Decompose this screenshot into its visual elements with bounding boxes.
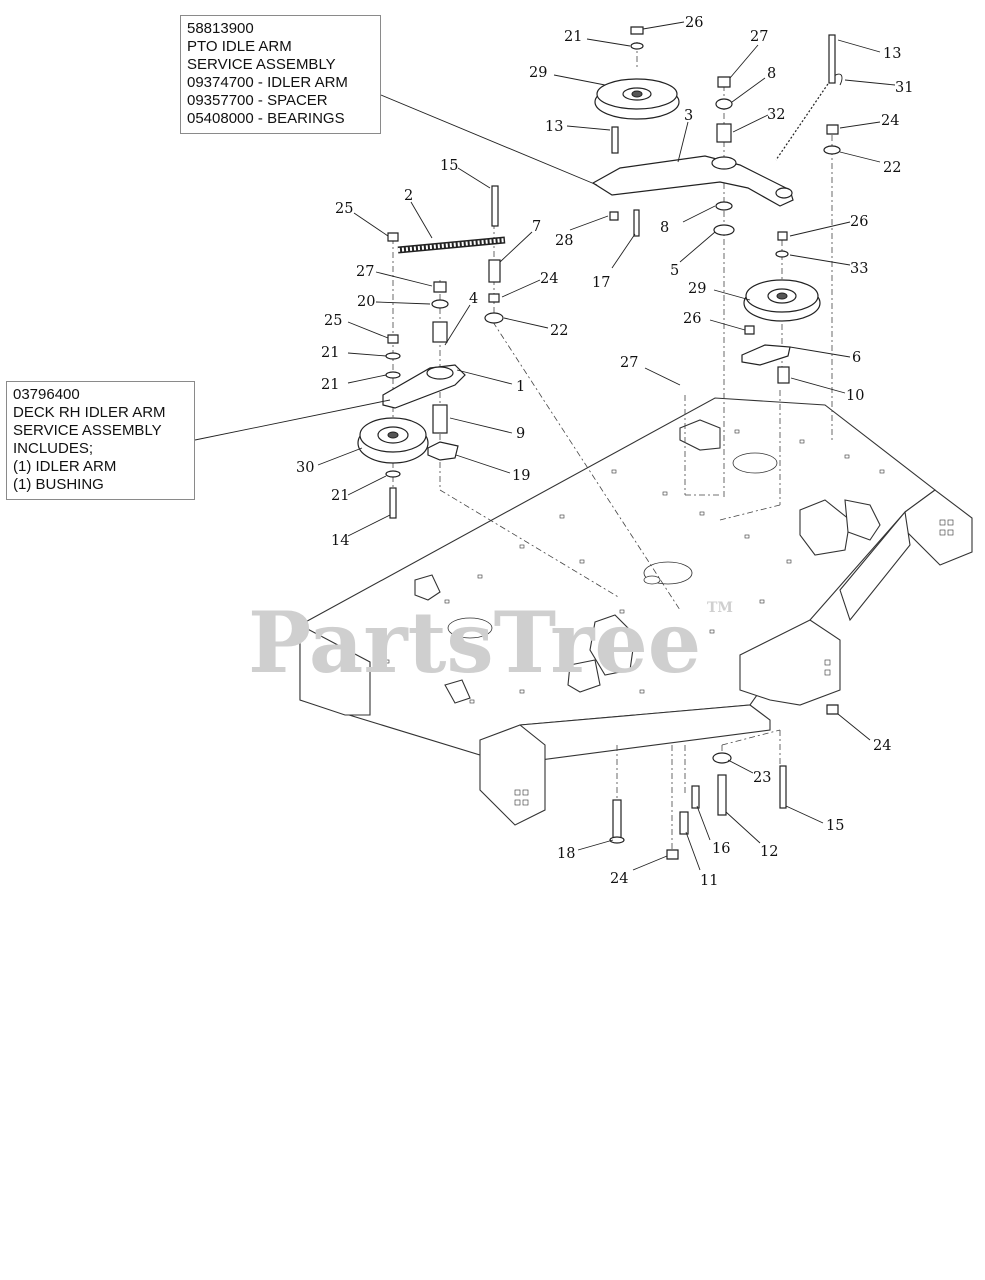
- pto-callout-line-1: 58813900: [187, 20, 254, 37]
- leader-lines: [194, 21, 896, 871]
- label-27c: 27: [620, 355, 638, 371]
- deck-callout-line-3: SERVICE ASSEMBLY: [13, 422, 162, 439]
- label-27b: 27: [356, 264, 374, 280]
- label-15b: 15: [826, 818, 844, 834]
- label-24d: 24: [610, 871, 628, 887]
- label-9: 9: [516, 426, 525, 442]
- label-13b: 13: [545, 119, 563, 135]
- pto-callout-line-4: 09374700 - IDLER ARM: [187, 74, 348, 91]
- label-16: 16: [712, 841, 730, 857]
- deck-callout-line-2: DECK RH IDLER ARM: [13, 404, 166, 421]
- part-labels: 26 21 27 13 29 8 31 13 3 32 24 22 15 2 2…: [296, 15, 913, 889]
- label-11: 11: [700, 873, 718, 889]
- label-1: 1: [516, 379, 525, 395]
- label-13: 13: [883, 46, 901, 62]
- label-30: 30: [296, 460, 314, 476]
- label-20: 20: [357, 294, 375, 310]
- label-26c: 26: [683, 311, 701, 327]
- mower-deck: [299, 397, 973, 826]
- left-idler-parts: [357, 185, 506, 519]
- label-32: 32: [767, 107, 785, 123]
- label-4: 4: [469, 291, 478, 307]
- label-6: 6: [852, 350, 861, 366]
- deck-rh-idler-arm-callout: 03796400 DECK RH IDLER ARM SERVICE ASSEM…: [6, 381, 195, 500]
- pto-callout-line-5: 09357700 - SPACER: [187, 92, 328, 109]
- deck-callout-line-5: (1) IDLER ARM: [13, 458, 117, 475]
- label-8: 8: [767, 66, 776, 82]
- label-15: 15: [440, 158, 458, 174]
- label-21b: 21: [321, 345, 339, 361]
- pto-callout-line-2: PTO IDLE ARM: [187, 38, 292, 55]
- right-idler-parts: [741, 231, 821, 384]
- pto-callout-line-6: 05408000 - BEARINGS: [187, 110, 345, 127]
- label-26b: 26: [850, 214, 868, 230]
- label-24b: 24: [540, 271, 558, 287]
- label-17: 17: [592, 275, 610, 291]
- label-24: 24: [881, 113, 899, 129]
- label-12: 12: [760, 844, 778, 860]
- label-29: 29: [529, 65, 547, 81]
- label-24c: 24: [873, 738, 891, 754]
- label-21c: 21: [321, 377, 339, 393]
- watermark: PartsTree TM: [248, 593, 733, 692]
- pto-callout-line-3: SERVICE ASSEMBLY: [187, 56, 336, 73]
- label-28: 28: [555, 233, 573, 249]
- label-31: 31: [895, 80, 913, 96]
- label-5: 5: [670, 263, 679, 279]
- label-8b: 8: [660, 220, 669, 236]
- label-18: 18: [557, 846, 575, 862]
- label-2: 2: [404, 188, 413, 204]
- bottom-parts: [609, 704, 839, 860]
- label-25: 25: [335, 201, 353, 217]
- label-7: 7: [532, 219, 541, 235]
- label-22: 22: [883, 160, 901, 176]
- pto-idler-parts: [591, 26, 843, 237]
- deck-callout-line-6: (1) BUSHING: [13, 476, 104, 493]
- label-21d: 21: [331, 488, 349, 504]
- label-23: 23: [753, 770, 771, 786]
- label-25b: 25: [324, 313, 342, 329]
- label-26: 26: [685, 15, 703, 31]
- pto-idle-arm-callout: 58813900 PTO IDLE ARM SERVICE ASSEMBLY 0…: [180, 15, 381, 134]
- watermark-tm: TM: [707, 600, 733, 616]
- label-10: 10: [846, 388, 864, 404]
- label-21: 21: [564, 29, 582, 45]
- label-27: 27: [750, 29, 768, 45]
- deck-callout-line-1: 03796400: [13, 386, 80, 403]
- label-33: 33: [850, 261, 868, 277]
- label-3: 3: [684, 108, 693, 124]
- label-22b: 22: [550, 323, 568, 339]
- label-29b: 29: [688, 281, 706, 297]
- watermark-text: PartsTree: [248, 593, 701, 692]
- deck-callout-line-4: INCLUDES;: [13, 440, 94, 457]
- label-14: 14: [331, 533, 349, 549]
- label-19: 19: [512, 468, 530, 484]
